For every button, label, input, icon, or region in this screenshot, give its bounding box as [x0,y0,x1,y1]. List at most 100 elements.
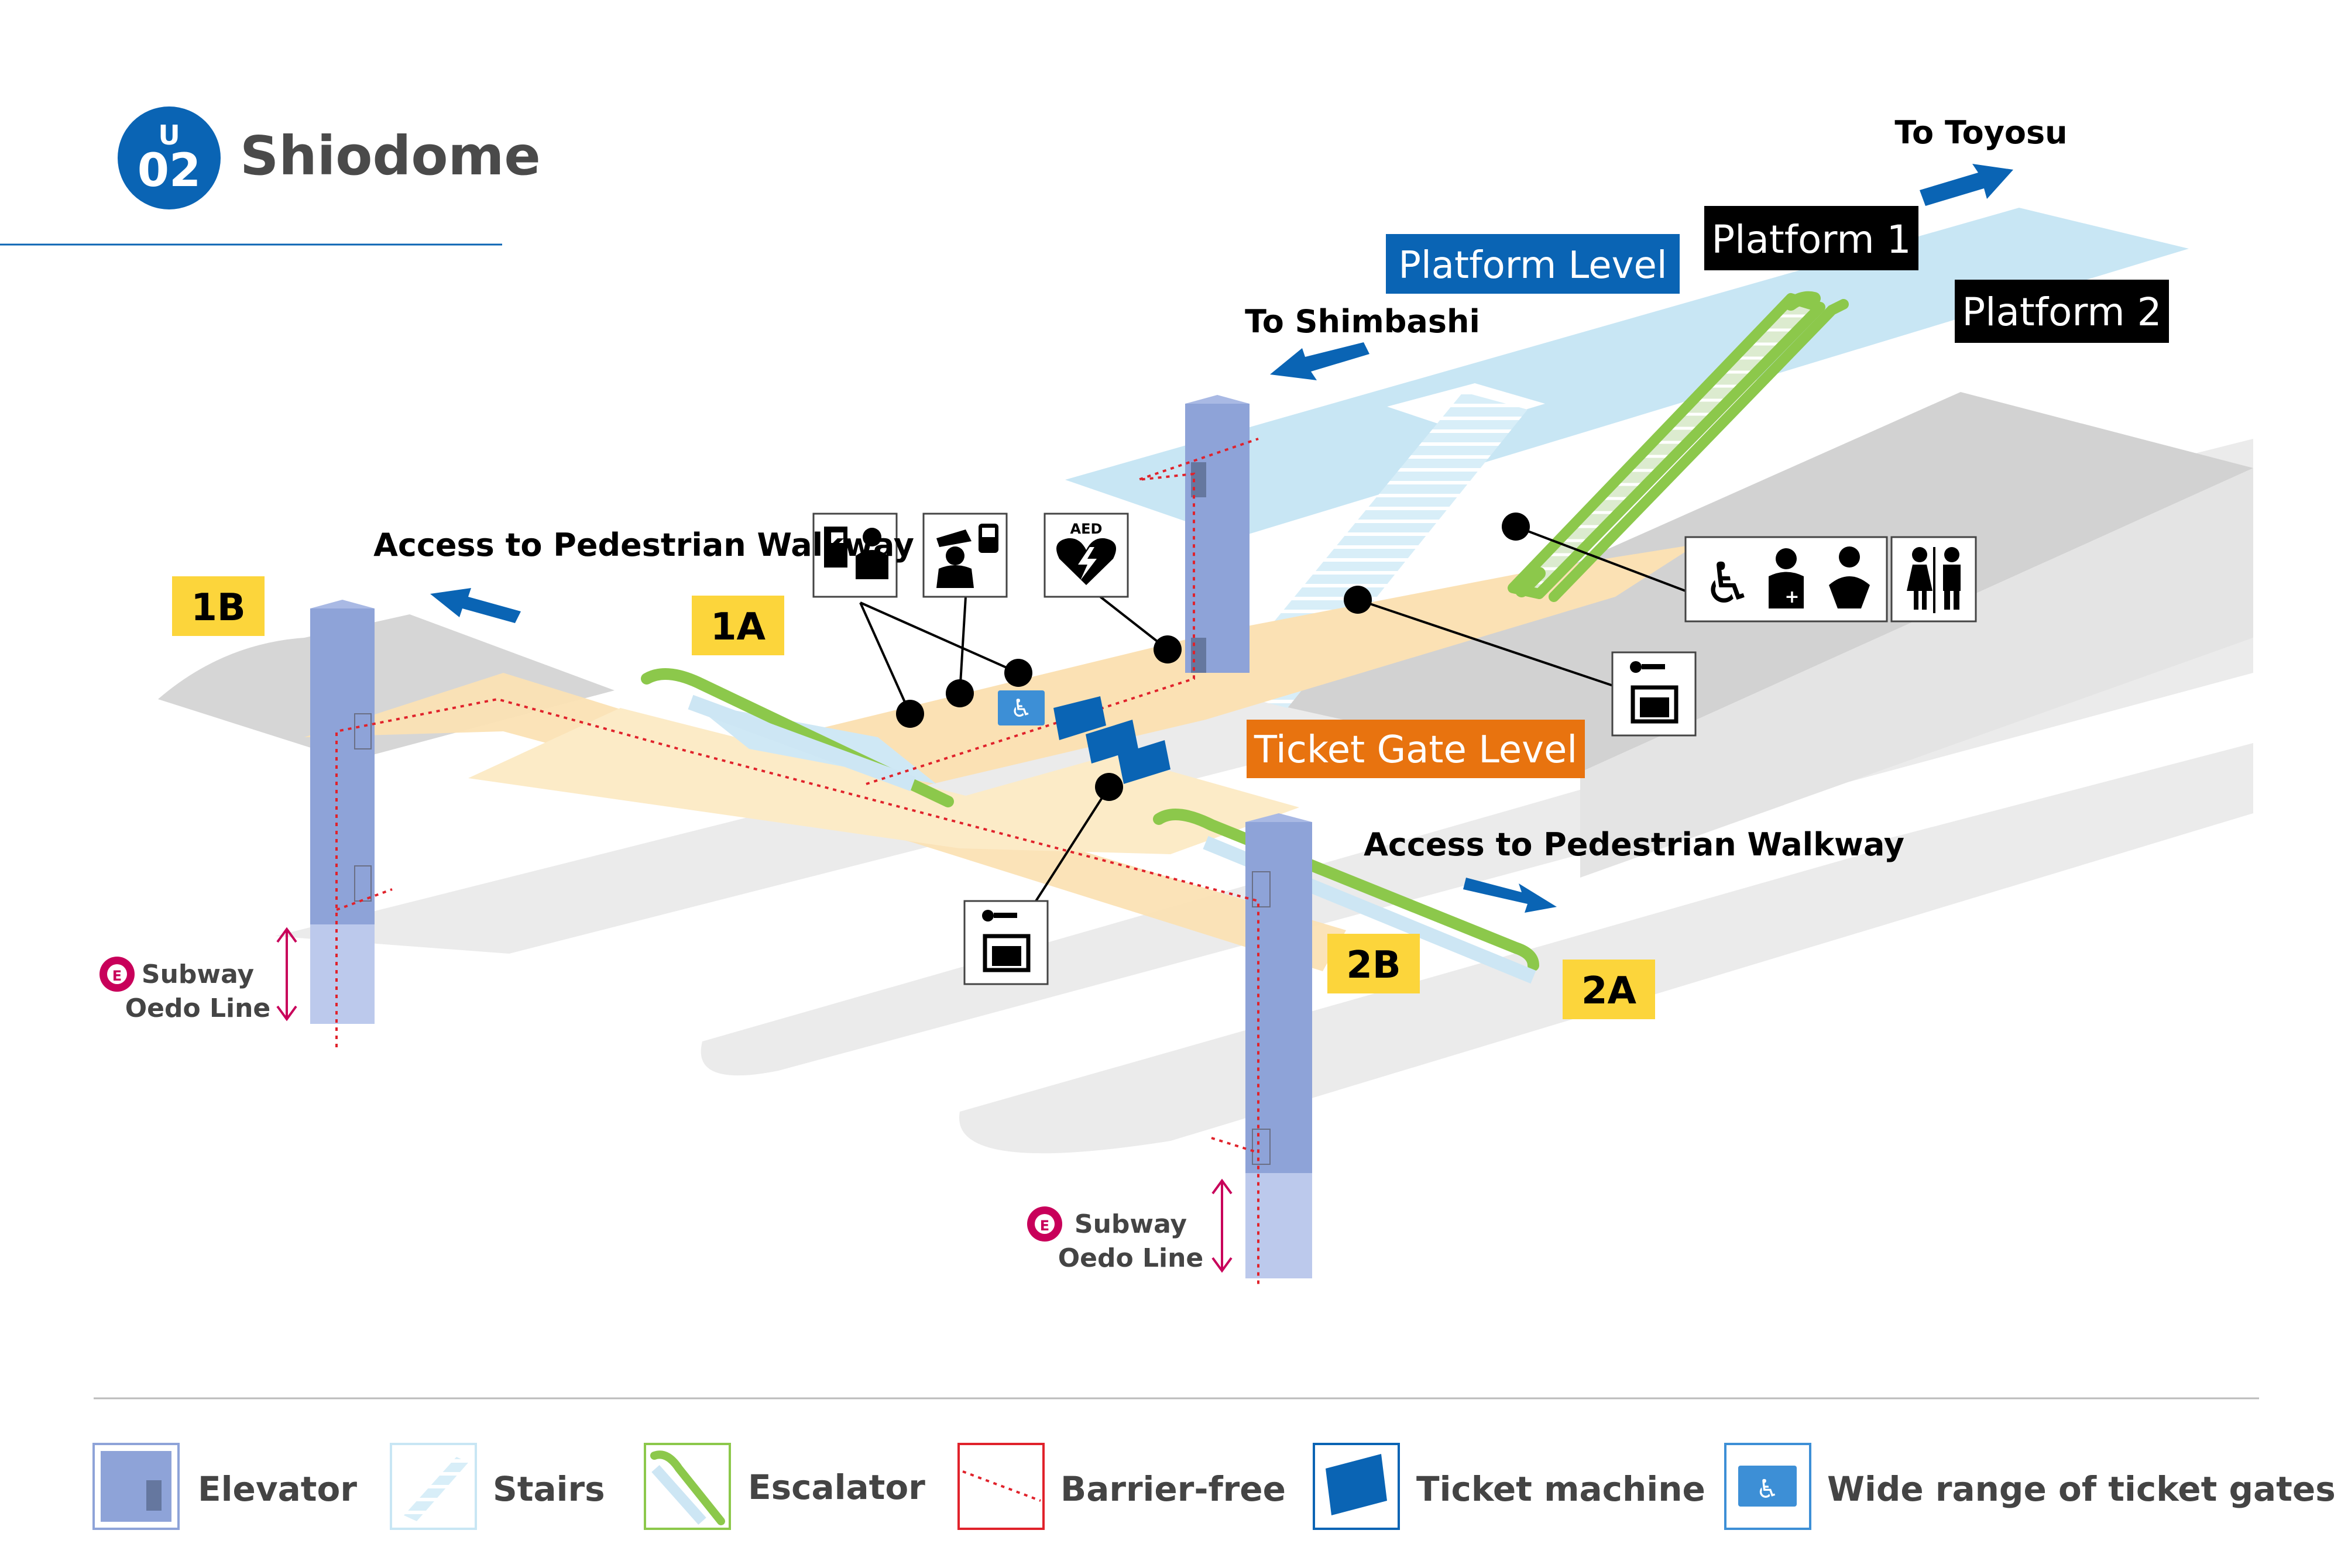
ticket-gate-level-label: Ticket Gate Level [1254,728,1577,772]
escalator-platform-2 [1549,299,1849,602]
platform-level-label: Platform Level [1398,244,1667,287]
line-letter: U [158,119,180,151]
oedo-transfer-right: E Subway Oedo Line [1027,1178,1233,1273]
restroom-icon [1890,536,1977,623]
wheelchair-icon: ♿ [1702,551,1753,616]
legend-elevator: Elevator [92,1443,357,1530]
elevator-right-door-2 [1252,1129,1271,1165]
upper-slab-lower [1580,468,2253,878]
exit-2b-badge [1327,934,1420,993]
exit-badges: 1B 1A 2B 2A [172,576,1655,1019]
elevator-center [1185,404,1250,673]
barrier-free-swatch [962,1470,1041,1502]
escalator-swatch [650,1450,725,1525]
platform-2-label: Platform 2 [1962,290,2161,335]
to-toyosu-label: To Toyosu [1894,114,2067,151]
coin-locker-icon [963,900,1049,985]
callout-dot [1154,635,1182,663]
svg-text:Elevator: Elevator [198,1469,357,1509]
svg-text:AED: AED [1070,521,1103,537]
stairs-swatch [404,1457,468,1521]
callout-line [859,602,911,714]
arrow-walkway-east [1463,878,1557,913]
platform-2-label-bg [1955,280,2169,343]
station-name: Shiodome [240,125,541,187]
walkway-west-label: Access to Pedestrian Walkway [373,527,914,563]
callout-dot [1095,773,1123,801]
wide-ticket-gate [998,690,1045,725]
fare-adjustment-icon [812,513,898,598]
arrow-walkway-west [430,588,521,623]
oedo-line-label-1: Subway [1075,1209,1187,1239]
line-badge [118,106,221,209]
elevator-left-door [354,713,372,749]
ticket-machine [1118,740,1170,784]
callout-dot [896,700,924,728]
escalator-2b [1153,809,1539,971]
exit-1b-badge [172,576,265,636]
escalator-1a [641,668,954,807]
escalator-platform-1 [1508,293,1825,599]
oedo-line-label-2: Oedo Line [125,993,271,1023]
escalator-1a-steps [688,694,916,792]
callout-line [1035,786,1110,902]
ticket-machine-swatch [1326,1454,1387,1515]
exit-2b-label: 2B [1346,944,1401,987]
elevator-left-lower [310,924,375,1024]
escalator-platform-rail [1515,291,1821,597]
callout-dot [1502,513,1530,541]
legend-ticket-machine: Ticket machine [1313,1443,1705,1530]
station-number: 02 [138,145,201,197]
elevator-right [1245,822,1312,1173]
ostomate-icon [1776,548,1797,569]
oedo-transfer-left: E Subway Oedo Line [99,927,297,1023]
svg-text:Barrier-free: Barrier-free [1060,1469,1286,1509]
svg-text:Wide range of ticket gates: Wide range of ticket gates [1827,1469,2336,1509]
callout-dot [1004,659,1032,687]
elevator-left [310,608,375,924]
arrow-to-toyosu [1920,164,2013,206]
platform-level-label-bg [1386,234,1680,294]
legend-wide-gates: ♿ Wide range of ticket gates [1724,1443,2336,1530]
platform-labels: Platform 1 Platform 2 [1704,206,2169,343]
to-shimbashi-label: To Shimbashi [1245,303,1480,340]
callout-line [1357,599,1628,692]
ticket-area: ♿ [998,690,1170,784]
level-labels: Platform Level Ticket Gate Level [1247,234,1680,778]
facility-icons: AED ♿ + [812,513,1977,985]
legend-escalator: Escalator [644,1443,925,1530]
callout-dot [946,679,974,707]
svg-text:Stairs: Stairs [493,1469,605,1509]
baby-care-icon [1839,546,1860,568]
direction-arrows [430,164,2013,913]
multipurpose-toilet-icon: ♿ + [1684,536,1888,623]
legend-barrier-free: Barrier-free [957,1443,1286,1530]
platform-floor [1065,208,2189,538]
svg-text:+: + [1784,587,1799,607]
left-slab [158,614,615,761]
svg-text:Escalator: Escalator [748,1467,925,1507]
oedo-badge-letter: E [112,968,122,984]
svg-text:Ticket machine: Ticket machine [1416,1469,1705,1509]
bf-route-left [335,697,1259,1284]
oedo-line-label-2: Oedo Line [1058,1243,1204,1273]
exit-1a-badge [692,596,784,655]
oedo-line-label-1: Subway [142,960,254,989]
callout-dots [896,513,1530,801]
platform-1-label: Platform 1 [1711,217,1911,262]
callout-dot [1344,586,1372,614]
svg-text:♿: ♿ [1756,1474,1779,1504]
aed-icon: AED [1044,513,1129,598]
ticket-gate-level-label-bg [1247,720,1585,778]
bf-route-left-low [336,888,393,911]
platform-1-label-bg [1704,206,1918,270]
track-band [1873,743,2253,901]
legend: Elevator Stairs Escalator Barrier-free T… [92,1397,2336,1530]
callout-lines [859,525,1686,902]
callout-line [1515,525,1686,592]
station-header: U 02 Shiodome [0,106,541,246]
wide-gate-swatch [1738,1466,1797,1507]
elevator-right-lower [1245,1173,1312,1278]
exit-1b-label: 1B [191,586,245,630]
